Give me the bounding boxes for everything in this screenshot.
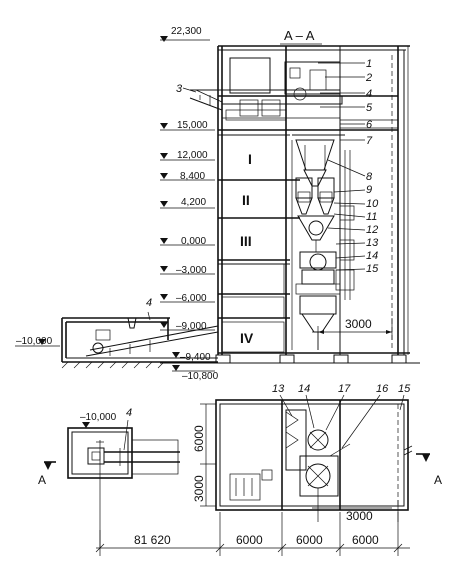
plan-callout-13: 13 xyxy=(272,383,285,395)
callout-1: 1 xyxy=(366,58,372,70)
floor-label-I: I xyxy=(248,151,252,167)
floor-label-IV: IV xyxy=(240,330,254,346)
elevation-15000: 15,000 xyxy=(177,120,208,131)
elevation-minus3000: –3,000 xyxy=(176,265,207,276)
dim-6000-c: 6000 xyxy=(352,533,379,547)
elevation-0000: 0,000 xyxy=(181,236,206,247)
callout-4-plan: 4 xyxy=(126,407,132,419)
elevation-minus10000-pit: –10,000 xyxy=(16,336,53,347)
plan-callout-14: 14 xyxy=(298,383,310,395)
callout-12: 12 xyxy=(366,224,378,236)
ground-hatching xyxy=(61,361,165,369)
receiving-pit xyxy=(61,311,219,363)
pit-plan xyxy=(67,427,180,548)
callout-6: 6 xyxy=(366,119,373,131)
floor-label-II: II xyxy=(242,192,250,208)
callout-7: 7 xyxy=(366,135,373,147)
dim-6000-a: 6000 xyxy=(236,533,263,547)
plan-callout-15: 15 xyxy=(398,383,411,395)
callout-5: 5 xyxy=(366,102,373,114)
callout-4: 4 xyxy=(366,88,372,100)
elevation-12000: 12,000 xyxy=(177,150,208,161)
elevation-minus6000: –6,000 xyxy=(176,293,207,304)
section-mark-right-letter: A xyxy=(434,473,442,487)
callout-10: 10 xyxy=(366,198,379,210)
bottom-dimension-chain xyxy=(95,512,410,556)
section-title: A – A xyxy=(284,28,315,43)
process-equipment xyxy=(292,119,398,350)
building-plan xyxy=(215,399,413,522)
plan-callout-17: 17 xyxy=(338,383,351,395)
dim-6000-b: 6000 xyxy=(296,533,323,547)
callout-4-pit: 4 xyxy=(146,297,152,309)
elevation-markers: 22,300 15,000 12,000 8,400 4,200 0,000 –… xyxy=(15,26,219,382)
section-mark-left-letter: A xyxy=(38,473,46,487)
plan-dim-6000-vertical: 6000 xyxy=(192,425,206,452)
callout-11: 11 xyxy=(366,211,377,223)
section-dim-3000 xyxy=(312,318,393,350)
callout-3: 3 xyxy=(176,83,183,95)
callout-15: 15 xyxy=(366,263,379,275)
elevation-minus10800: –10,800 xyxy=(182,371,219,382)
plan-dim-3000-horizontal: 3000 xyxy=(346,509,373,523)
plan-dim-3000-vertical: 3000 xyxy=(192,475,206,502)
elevation-8400: 8,400 xyxy=(180,171,205,182)
section-dim-3000-label: 3000 xyxy=(345,317,372,331)
callout-8: 8 xyxy=(366,171,373,183)
plan-callout-16: 16 xyxy=(376,383,389,395)
top-inclined-gallery xyxy=(189,89,223,111)
callout-9: 9 xyxy=(366,184,372,196)
plan-elevation-minus10000: –10,000 xyxy=(80,412,117,423)
floor-label-III: III xyxy=(240,233,252,249)
section-mark-left xyxy=(44,461,56,470)
section-callouts: 1 2 4 5 6 7 8 9 10 11 12 13 14 15 xyxy=(318,58,379,275)
elevation-4200: 4,200 xyxy=(181,197,206,208)
dim-81620: 81 620 xyxy=(134,533,171,547)
callout-13: 13 xyxy=(366,237,379,249)
plan-vertical-dims xyxy=(200,403,216,507)
callout-14: 14 xyxy=(366,250,378,262)
callout-2: 2 xyxy=(365,72,372,84)
elevation-22300: 22,300 xyxy=(171,26,202,37)
building-section xyxy=(160,45,420,364)
section-mark-right xyxy=(416,453,430,462)
elevation-minus9000: –9,000 xyxy=(176,321,207,332)
